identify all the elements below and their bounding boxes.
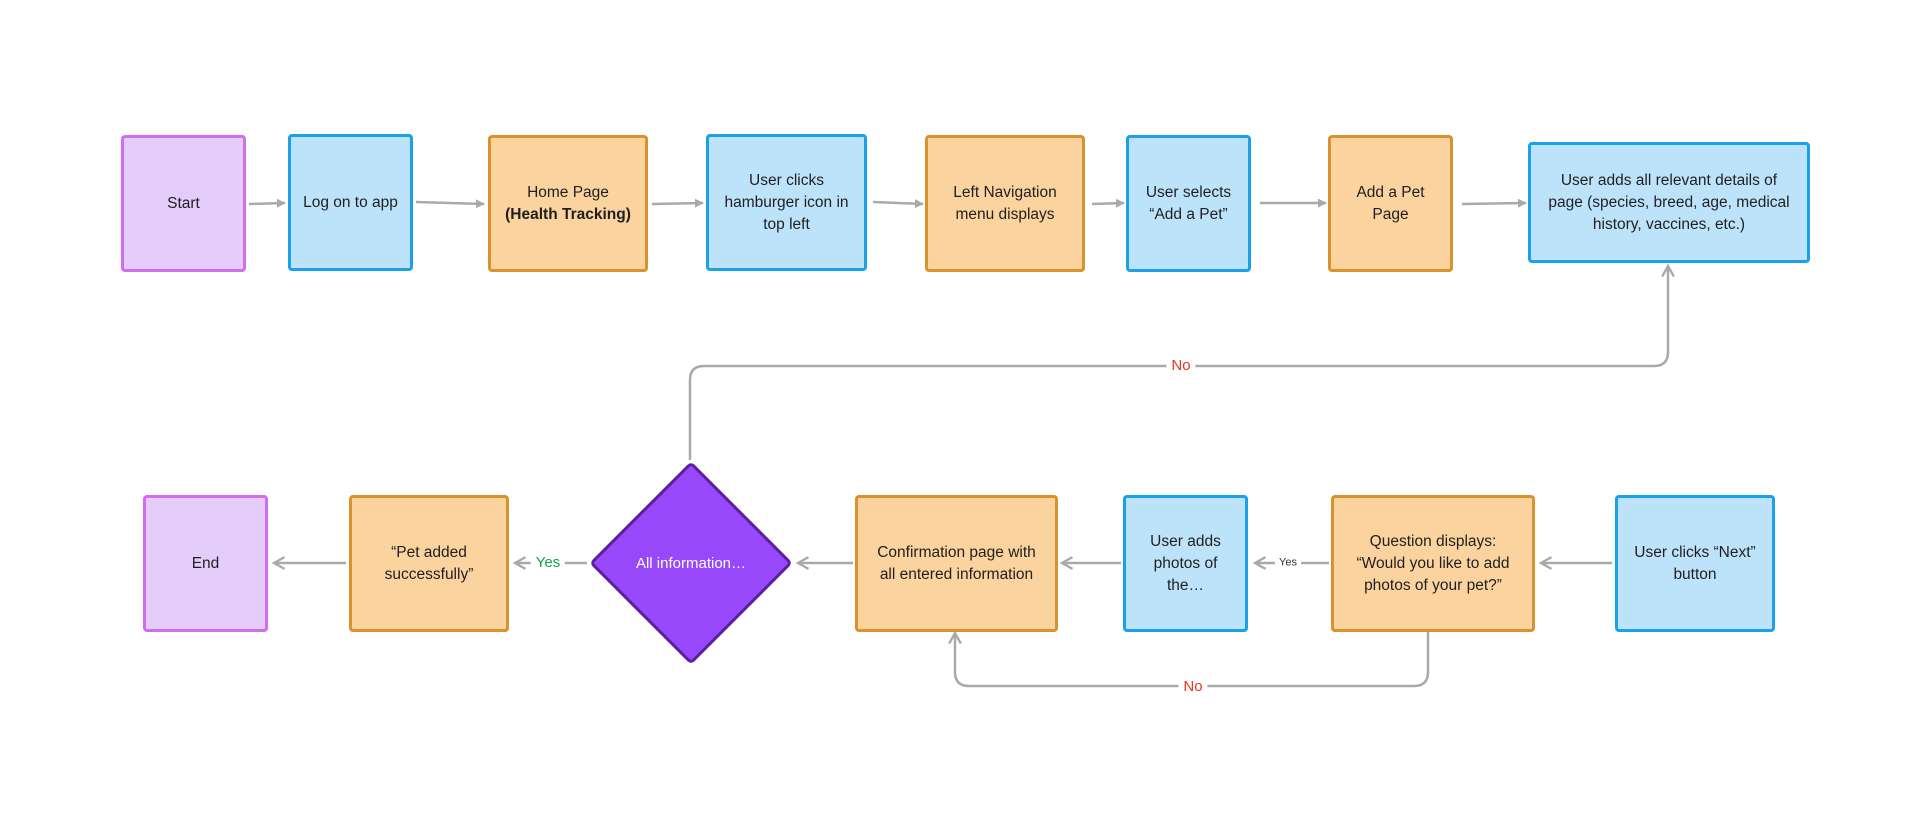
add-pet-page-node: Add a Pet Page — [1328, 135, 1453, 272]
add-photos-node: User adds photos of the… — [1123, 495, 1248, 632]
edge-start-to-logon — [248, 198, 286, 208]
home-page-node: Home Page (Health Tracking) — [488, 135, 648, 272]
edge-label-yes-decision: Yes — [530, 554, 566, 572]
confirmation-node: Confirmation page with all entered infor… — [855, 495, 1058, 632]
edge-label-yes-photos: Yes — [1275, 556, 1301, 570]
edge-label-no-bottom: No — [1178, 678, 1208, 696]
click-next-node: User clicks “Next” button — [1615, 495, 1775, 632]
home-page-label: Home Page (Health Tracking) — [505, 182, 631, 226]
edge-home-to-hamburger — [651, 198, 704, 208]
log-on-node: Log on to app — [288, 134, 413, 271]
confirmation-label: Confirmation page with all entered infor… — [877, 543, 1036, 583]
end-node: End — [143, 495, 268, 632]
start-label: Start — [167, 194, 200, 212]
edge-logon-to-home — [415, 199, 485, 209]
question-photos-label: Question displays: “Would you like to ad… — [1356, 532, 1510, 594]
hamburger-click-label: User clicks hamburger icon in top left — [724, 171, 849, 233]
edge-addpetpage-to-details — [1461, 198, 1527, 208]
pet-added-label: “Pet added successfully” — [384, 543, 474, 583]
add-photos-label: User adds photos of the… — [1150, 532, 1221, 594]
add-pet-page-label: Add a Pet Page — [1356, 183, 1425, 223]
select-add-pet-node: User selects “Add a Pet” — [1126, 135, 1251, 272]
select-add-pet-label: User selects “Add a Pet” — [1145, 183, 1232, 223]
left-nav-node: Left Navigation menu displays — [925, 135, 1085, 272]
decision-label: All information… — [635, 554, 747, 572]
log-on-label: Log on to app — [303, 193, 398, 211]
pet-added-node: “Pet added successfully” — [349, 495, 509, 632]
hamburger-click-node: User clicks hamburger icon in top left — [706, 134, 867, 271]
add-details-label: User adds all relevant details of page (… — [1548, 171, 1790, 233]
edge-label-no-top: No — [1166, 357, 1196, 375]
home-page-subtitle: (Health Tracking) — [505, 205, 631, 223]
end-label: End — [191, 554, 220, 572]
left-nav-label: Left Navigation menu displays — [953, 183, 1057, 223]
question-photos-node: Question displays: “Would you like to ad… — [1331, 495, 1535, 632]
start-node: Start — [121, 135, 246, 272]
add-details-node: User adds all relevant details of page (… — [1528, 142, 1810, 263]
home-page-title: Home Page — [527, 183, 609, 201]
click-next-label: User clicks “Next” button — [1634, 543, 1756, 583]
edge-leftnav-to-select — [1091, 198, 1125, 208]
decision-node: All information… — [589, 461, 793, 665]
edge-hamburger-to-leftnav — [872, 199, 924, 209]
